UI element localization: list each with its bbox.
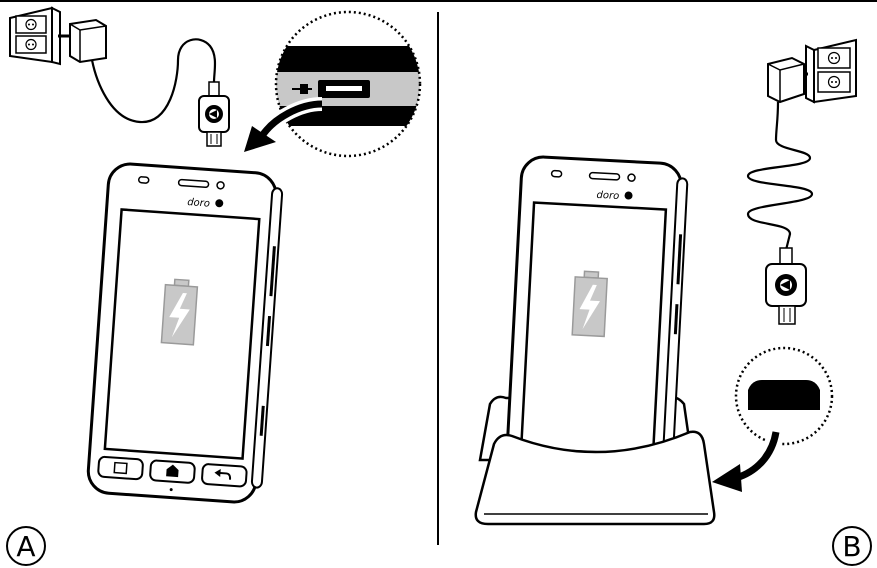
menu-icon [113,461,128,475]
charging-dock-front [474,430,716,526]
sensor-icon [550,169,563,178]
phone-a: doro [86,162,284,504]
curved-arrow-icon [244,97,323,152]
brand-logo: doro [187,197,210,210]
charging-cable [746,101,814,251]
earpiece-icon [588,171,621,181]
svg-text:B: B [842,530,861,563]
panel-label-a: A [6,526,46,566]
earpiece-icon [177,178,210,189]
battery-charging-icon [160,278,199,346]
panel-a: doro A [6,6,422,566]
camera-icon [216,181,225,190]
panel-label-b: B [832,526,872,566]
charger-adapter-icon [58,18,107,64]
brand-mark-icon [624,191,633,200]
usb-plug-icon [765,247,807,325]
dock-connector-zoom-bubble [734,346,834,446]
svg-text:A: A [16,530,35,563]
brand-logo: doro [596,190,619,202]
back-button[interactable] [201,463,248,488]
menu-button[interactable] [97,455,144,481]
brand-mark-icon [215,199,224,208]
battery-charging-icon [571,270,608,338]
wall-socket-icon [805,38,857,104]
back-icon [218,471,232,480]
usb-plug-icon [198,81,230,147]
sensor-icon [137,176,150,184]
panel-b: doro B [474,38,872,566]
port-zoom-bubble [274,10,422,158]
charging-cable [90,38,217,124]
curved-arrow-icon [712,430,783,492]
wall-socket-icon [9,6,61,66]
camera-icon [627,173,636,182]
home-icon [166,464,179,478]
charger-adapter-icon [767,56,808,104]
